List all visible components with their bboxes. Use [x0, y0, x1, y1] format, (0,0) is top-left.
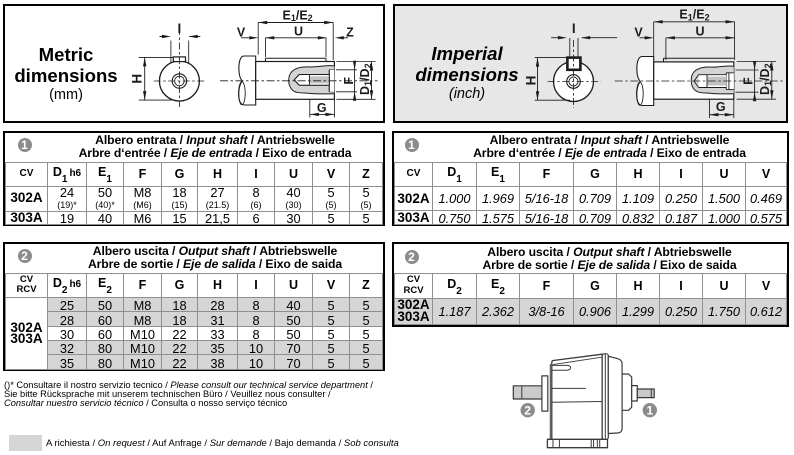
svg-text:D1/D2: D1/D2 — [758, 63, 773, 95]
svg-text:G: G — [317, 101, 327, 115]
svg-text:Z: Z — [346, 26, 354, 40]
svg-text:V: V — [237, 26, 246, 40]
svg-text:1: 1 — [646, 404, 653, 418]
svg-text:F: F — [342, 77, 356, 85]
svg-text:F: F — [741, 77, 755, 85]
svg-text:I: I — [572, 21, 576, 36]
svg-text:H: H — [129, 74, 144, 84]
svg-text:D1/D2: D1/D2 — [358, 63, 373, 95]
svg-text:I: I — [178, 21, 182, 36]
svg-text:U: U — [294, 25, 303, 39]
svg-text:U: U — [695, 24, 704, 38]
svg-text:E1/E2: E1/E2 — [283, 8, 313, 23]
svg-text:H: H — [523, 76, 538, 86]
svg-text:2: 2 — [524, 404, 531, 418]
svg-text:E1/E2: E1/E2 — [679, 8, 709, 23]
svg-text:V: V — [634, 25, 643, 39]
svg-text:G: G — [716, 100, 726, 114]
